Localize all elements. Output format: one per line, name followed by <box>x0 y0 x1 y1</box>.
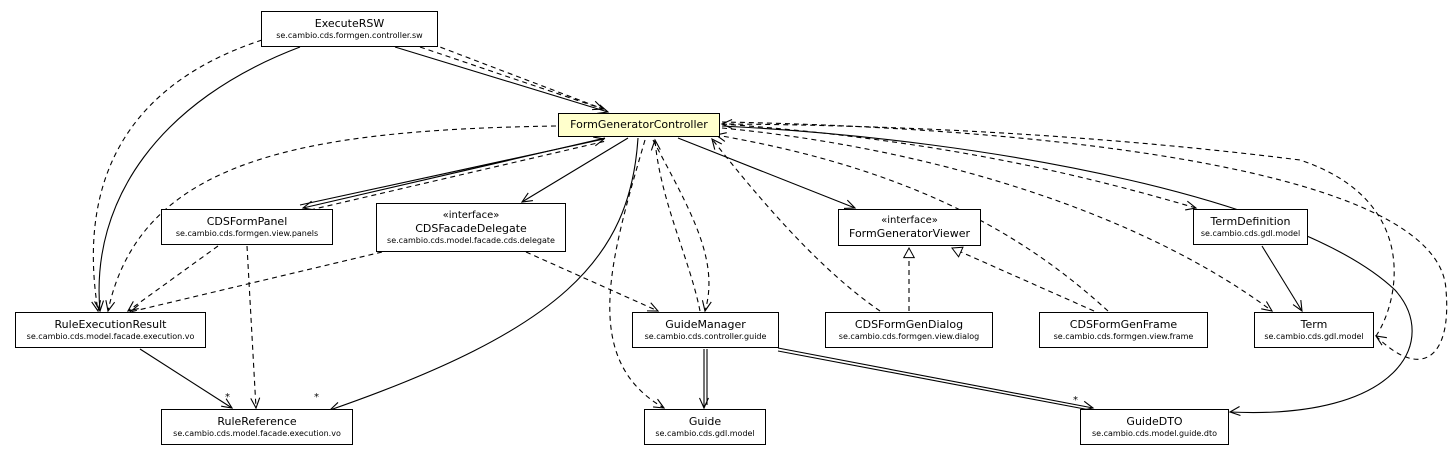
edge-frame-viewer-realize-triangle <box>951 246 964 258</box>
class-name: Guide <box>688 415 722 429</box>
multiplicity-label: * <box>1073 395 1078 406</box>
class-name: Term <box>1300 318 1328 332</box>
class-name: CDSFormGenDialog <box>854 318 964 332</box>
class-cds-form-panel[interactable]: CDSFormPanel se.cambio.cds.formgen.view.… <box>161 209 333 245</box>
edge-dialog-viewer-realize-triangle <box>902 246 916 259</box>
edge-guidemanager-guidedto-2 <box>777 350 1091 411</box>
class-package: se.cambio.cds.formgen.view.dialog <box>838 332 980 342</box>
edge-dialog-controller <box>711 138 881 312</box>
class-name: RuleReference <box>217 415 297 429</box>
edge-controller-term-dep <box>721 121 1448 360</box>
edge-controller-viewer <box>677 137 856 209</box>
edge-controller-viewer-arrowhead <box>843 199 857 209</box>
edge-term-controller-dep-arrowhead <box>720 119 733 129</box>
class-name: GuideManager <box>665 318 746 332</box>
edge-frame-viewer-realize <box>951 247 1095 312</box>
class-package: se.cambio.cds.controller.guide <box>644 332 767 342</box>
edge-executersw-controller-assoc <box>394 46 609 113</box>
edge-termdef-term <box>1261 245 1303 312</box>
edge-controller-ruleref <box>329 137 639 411</box>
edge-executersw-controller-dep2-arrowhead <box>591 100 605 111</box>
edge-controller-term <box>721 127 1273 312</box>
interface-form-generator-viewer[interactable]: «interface» FormGeneratorViewer <box>838 209 981 246</box>
class-package: se.cambio.cds.model.facade.execution.vo <box>173 429 341 439</box>
edge-executersw-controller-assoc-arrowhead <box>597 104 610 114</box>
class-name: ExecuteRSW <box>314 17 385 31</box>
edge-executersw-result-dep <box>92 39 263 312</box>
edge-panel-controller-dep <box>309 140 607 211</box>
class-name: CDSFormGenFrame <box>1069 318 1178 332</box>
edge-panel-controller-assoc <box>299 138 605 206</box>
edge-executersw-result-dep-arrowhead <box>91 300 102 313</box>
interface-cds-facade-delegate[interactable]: «interface» CDSFacadeDelegate se.cambio.… <box>376 203 566 252</box>
edge-controller-guide-dep <box>609 139 665 409</box>
class-cds-form-gen-dialog[interactable]: CDSFormGenDialog se.cambio.cds.formgen.v… <box>825 312 993 348</box>
class-name: FormGeneratorViewer <box>849 226 970 240</box>
edge-termdef-term-arrowhead <box>1292 300 1303 313</box>
edge-controller-result-dep-arrowhead <box>105 300 116 313</box>
edge-controller-guidedto <box>721 125 1413 414</box>
edge-panel-result-dep-arrowhead <box>126 301 139 312</box>
class-form-generator-controller[interactable]: FormGeneratorController <box>558 113 720 137</box>
edge-controller-guidedto-arrowhead <box>1228 406 1241 416</box>
edge-panel-controller-assoc-arrowhead <box>593 136 606 147</box>
edge-delegate-guidemanager-dep-arrowhead <box>646 302 660 312</box>
edge-guidemanager-guidedto <box>777 347 1094 409</box>
multiplicity-label: * <box>225 392 230 403</box>
multiplicity-label: * <box>314 392 319 403</box>
class-package: se.cambio.cds.gdl.model <box>1200 229 1301 239</box>
class-rule-reference[interactable]: RuleReference se.cambio.cds.model.facade… <box>161 409 353 445</box>
interface-stereotype: «interface» <box>442 209 500 221</box>
edge-controller-termdef <box>721 123 1197 209</box>
class-name: CDSFacadeDelegate <box>415 221 527 235</box>
edge-result-ruleref <box>139 348 233 409</box>
edge-guidemanager-controller-arrowhead <box>650 138 661 151</box>
class-guide[interactable]: Guide se.cambio.cds.gdl.model <box>644 409 766 445</box>
class-package: se.cambio.cds.formgen.view.panels <box>175 229 319 239</box>
edge-executersw-result-assoc-arrowhead <box>94 300 105 313</box>
class-name: FormGeneratorController <box>570 118 708 132</box>
edge-dialog-controller-arrowhead <box>711 137 723 150</box>
edge-panel-ruleref-dep <box>246 245 257 409</box>
edge-controller-delegate <box>521 137 629 203</box>
edge-executersw-result-assoc <box>98 46 301 312</box>
edge-panel-ruleref-dep-arrowhead <box>250 397 261 410</box>
edge-result-ruleref-arrowhead <box>221 398 234 409</box>
class-package: se.cambio.cds.model.guide.dto <box>1092 429 1217 439</box>
class-rule-execution-result[interactable]: RuleExecutionResult se.cambio.cds.model.… <box>15 312 206 348</box>
edge-controller-guidemanager <box>652 139 710 312</box>
class-guide-dto[interactable]: GuideDTO se.cambio.cds.model.guide.dto <box>1080 409 1229 445</box>
edge-controller-guide-dep-arrowhead <box>652 398 666 409</box>
class-name: TermDefinition <box>1210 215 1291 229</box>
class-package: se.cambio.cds.formgen.controller.sw <box>276 31 423 41</box>
edge-delegate-result-dep <box>129 251 383 313</box>
edge-executersw-controller-dep2 <box>431 43 604 110</box>
interface-stereotype: «interface» <box>881 214 938 226</box>
edge-controller-delegate-arrowhead <box>520 192 533 203</box>
edge-panel-result-dep <box>127 245 219 312</box>
class-term[interactable]: Term se.cambio.cds.gdl.model <box>1254 312 1374 348</box>
edge-controller-termdef-arrowhead <box>1185 200 1198 211</box>
edge-term-controller-dep <box>721 123 1395 337</box>
edge-executersw-controller-dep1 <box>419 46 607 111</box>
class-term-definition[interactable]: TermDefinition se.cambio.cds.gdl.model <box>1193 209 1308 245</box>
class-name: GuideDTO <box>1126 415 1183 429</box>
class-package: se.cambio.cds.gdl.model <box>1264 332 1364 342</box>
edge-guidemanager-controller <box>654 139 701 312</box>
class-name: RuleExecutionResult <box>54 318 167 332</box>
class-package: se.cambio.cds.formgen.view.frame <box>1053 332 1194 342</box>
class-package: se.cambio.cds.model.facade.execution.vo <box>26 332 195 342</box>
edge-controller-guidemanager-arrowhead <box>701 300 712 313</box>
edge-controller-term-arrowhead <box>1261 301 1274 312</box>
class-package: se.cambio.cds.gdl.model <box>655 429 755 439</box>
class-name: CDSFormPanel <box>206 215 288 229</box>
edge-controller-result-dep <box>107 125 557 312</box>
class-cds-form-gen-frame[interactable]: CDSFormGenFrame se.cambio.cds.formgen.vi… <box>1039 312 1208 348</box>
edge-delegate-guidemanager-dep <box>525 251 659 312</box>
class-package: se.cambio.cds.model.facade.cds.delegate <box>387 235 555 245</box>
class-guide-manager[interactable]: GuideManager se.cambio.cds.controller.gu… <box>632 312 779 348</box>
class-execute-rsw[interactable]: ExecuteRSW se.cambio.cds.formgen.control… <box>261 11 438 47</box>
